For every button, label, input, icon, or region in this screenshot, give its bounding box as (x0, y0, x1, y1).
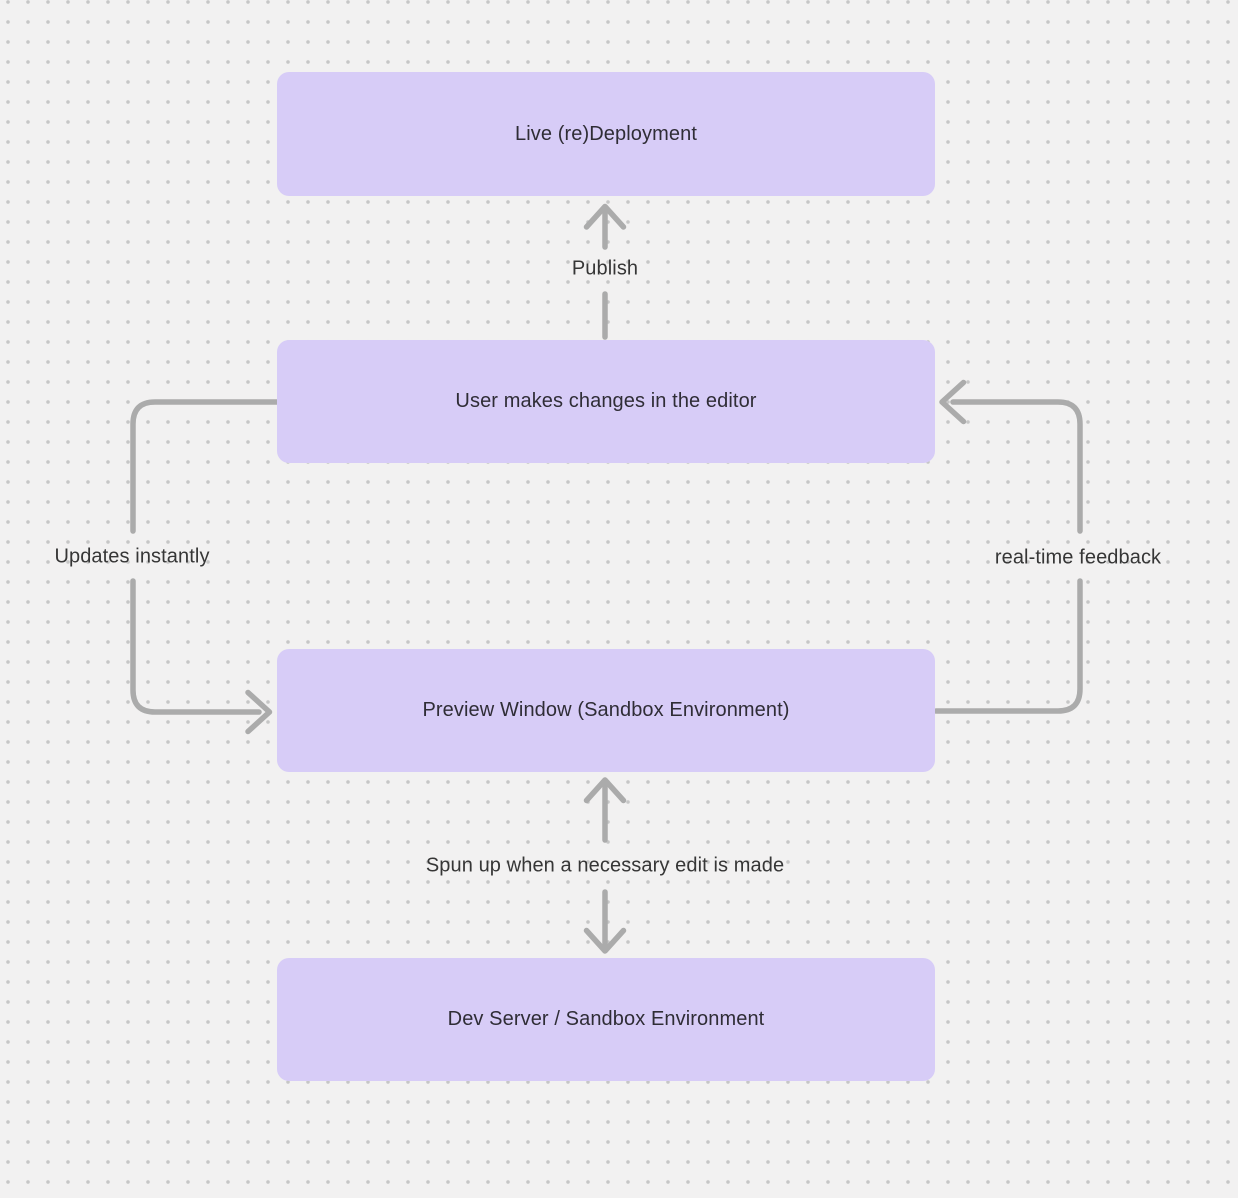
arrow-spunup-head-up-icon (583, 777, 627, 804)
arrow-publish (583, 203, 627, 340)
arrow-spun-up (583, 777, 627, 954)
arrow-publish-head-icon (583, 203, 627, 230)
edge-label-spun-up: Spun up when a necessary edit is made (425, 854, 785, 877)
node-preview-window[interactable]: Preview Window (Sandbox Environment) (277, 649, 935, 772)
node-live-redeployment[interactable]: Live (re)Deployment (277, 72, 935, 196)
arrow-updates-top (130, 399, 280, 534)
arrow-feedback-top (950, 399, 1083, 534)
node-user-editor[interactable]: User makes changes in the editor (277, 340, 935, 463)
node-live-redeployment-label: Live (re)Deployment (515, 122, 697, 145)
node-user-editor-label: User makes changes in the editor (455, 390, 757, 412)
node-dev-server[interactable]: Dev Server / Sandbox Environment (277, 958, 935, 1081)
arrow-updates-head-icon (245, 689, 273, 735)
edge-label-publish: Publish (571, 257, 639, 280)
arrow-updates-instantly (130, 399, 280, 735)
edge-label-updates-instantly: Updates instantly (54, 545, 210, 568)
edge-label-realtime-feedback: real-time feedback (994, 546, 1162, 569)
arrow-feedback-head-icon (939, 379, 967, 425)
arrow-updates-bottom (130, 578, 262, 715)
arrow-spunup-head-down-icon (583, 927, 627, 954)
node-preview-window-label: Preview Window (Sandbox Environment) (422, 699, 790, 721)
node-dev-server-label: Dev Server / Sandbox Environment (447, 1008, 765, 1030)
arrow-feedback-bottom (933, 578, 1083, 714)
arrow-realtime-feedback (933, 379, 1083, 714)
